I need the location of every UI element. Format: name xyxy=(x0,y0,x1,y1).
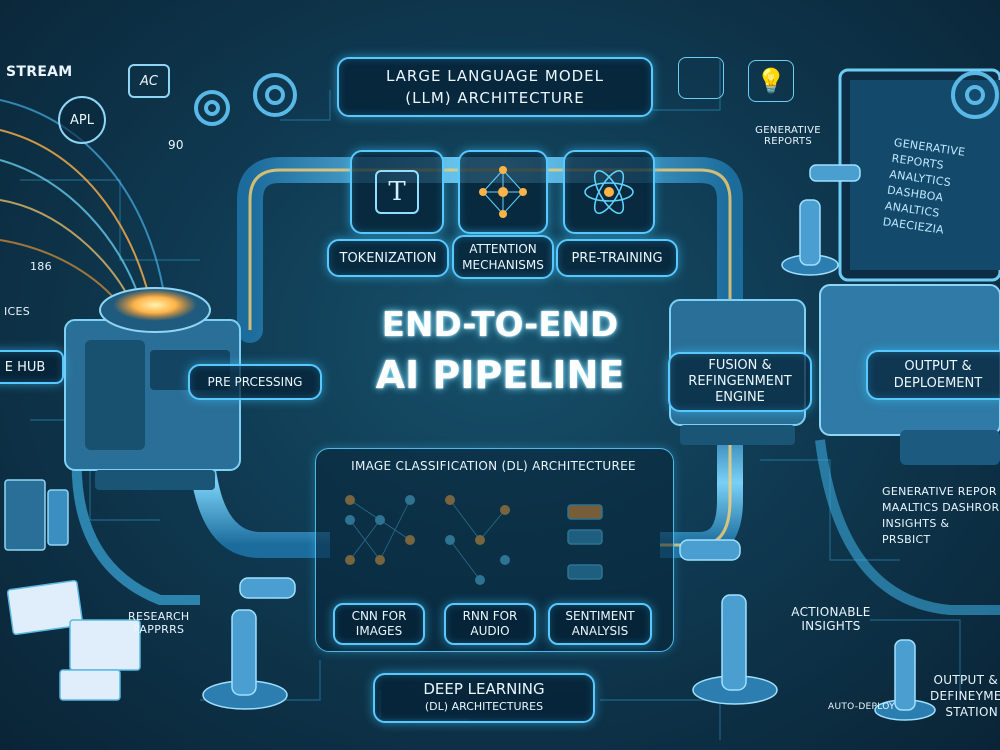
title-line2: AI PIPELINE xyxy=(375,353,625,397)
hub-label-box: E HUB xyxy=(0,350,64,384)
sentiment-label-box: SENTIMENT ANALYSIS xyxy=(548,603,652,645)
actionable-insights-label: ACTIONABLE INSIGHTS xyxy=(786,605,876,633)
sentiment-line2: ANALYSIS xyxy=(571,624,629,638)
fusion-line2: REFINGENMENT xyxy=(688,374,792,389)
preprocessing-hub xyxy=(64,287,241,490)
fusion-line3: ENGINE xyxy=(715,390,765,405)
rnn-line2: AUDIO xyxy=(470,624,510,638)
gear-icons xyxy=(194,71,999,126)
station-label: OUTPUT & DEFINEYME STATION xyxy=(930,672,1000,720)
output-line1: OUTPUT & xyxy=(904,359,972,374)
gen-reports-line2: REPORTS xyxy=(764,136,812,147)
bulb-icon-frame-left xyxy=(678,57,724,99)
tokenization-icon-box: T xyxy=(350,150,444,234)
insights-line3: INSIGHTS & PRSBICT xyxy=(882,517,950,546)
num-label-90: 90 xyxy=(168,138,184,152)
research-papers xyxy=(6,579,141,701)
research-label: RESEARCH PAPPRRS xyxy=(128,610,190,636)
robot-arms xyxy=(202,164,936,721)
llm-header-box: LARGE LANGUAGE MODEL (LLM) ARCHITECTURE xyxy=(337,57,653,117)
book-stack xyxy=(4,479,69,551)
llm-header-line1: LARGE LANGUAGE MODEL xyxy=(385,67,605,85)
image-classification-header: IMAGE CLASSIFICATION (DL) ARCHITECTUREE xyxy=(351,459,636,473)
cnn-line2: IMAGES xyxy=(355,624,403,638)
ices-label: ICES xyxy=(4,305,31,318)
output-line2: DEPLOEMENT xyxy=(893,376,983,391)
screen-text: GENERATIVE REPORTS ANALYTICS DASHBOA ANA… xyxy=(882,135,999,245)
tokenization-label: TOKENIZATION xyxy=(327,239,449,277)
station-line2: DEFINEYME xyxy=(930,689,1000,703)
attention-text-1: ATTENTION xyxy=(469,242,537,256)
network-icon xyxy=(479,166,527,218)
attention-icon-box xyxy=(458,150,548,234)
station-line3: STATION xyxy=(945,705,998,719)
insights-line1: GENERATIVE REPOR xyxy=(882,485,997,498)
attention-label: ATTENTION MECHANISMS xyxy=(452,235,554,279)
insights-line2: MAALTICS DASHROR xyxy=(882,501,1000,514)
token-icon: T xyxy=(375,170,419,214)
pretraining-icon-box xyxy=(563,150,655,234)
hub-label: E HUB xyxy=(4,359,46,375)
pretraining-text: PRE-TRAINING xyxy=(571,250,663,266)
rnn-label-box: RNN FOR AUDIO xyxy=(444,603,536,645)
atom-icon xyxy=(584,169,634,215)
fusion-engine-box: FUSION & REFINGENMENT ENGINE xyxy=(668,352,812,412)
pretraining-label: PRE-TRAINING xyxy=(556,239,678,277)
sentiment-line1: SENTIMENT xyxy=(565,609,635,623)
main-title: END-TO-END AI PIPELINE xyxy=(310,305,690,397)
gen-reports-label: GENERATIVE REPORTS xyxy=(748,125,828,147)
actionable-line2: INSIGHTS xyxy=(801,619,861,633)
cnn-line1: CNN FOR xyxy=(351,609,407,623)
actionable-line1: ACTIONABLE xyxy=(791,605,871,619)
stream-label: STREAM xyxy=(6,64,73,80)
output-computer xyxy=(819,68,1000,465)
preprocessing-label-box: PRE PRCESSING xyxy=(188,364,322,400)
output-box: OUTPUT & DEPLOEMENT xyxy=(866,350,1000,400)
research-line1: RESEARCH xyxy=(128,610,190,623)
llm-header-line2: (LLM) ARCHITECTURE xyxy=(405,89,585,107)
cnn-label-box: CNN FOR IMAGES xyxy=(333,603,425,645)
station-line1: OUTPUT & xyxy=(933,673,998,687)
deep-line1: DEEP LEARNING xyxy=(423,680,545,698)
insights-list: GENERATIVE REPOR MAALTICS DASHROR INSIGH… xyxy=(882,484,1000,548)
tokenization-text: TOKENIZATION xyxy=(339,250,437,266)
gen-reports-line1: GENERATIVE xyxy=(755,125,821,136)
preprocessing-label: PRE PRCESSING xyxy=(207,375,303,389)
research-line2: PAPPRRS xyxy=(133,623,185,636)
deep-line2: (DL) ARCHITECTURES xyxy=(424,700,544,713)
num-label-186: 186 xyxy=(30,260,52,273)
rnn-line1: RNN FOR xyxy=(462,609,518,623)
attention-text-2: MECHANISMS xyxy=(462,258,544,272)
ac-icon: AC xyxy=(128,64,170,98)
lightbulb-icon: 💡 xyxy=(748,60,794,102)
auto-deploy-label: AUTO-DEPLOY xyxy=(828,702,895,712)
title-line1: END-TO-END xyxy=(381,305,619,345)
deep-learning-box: DEEP LEARNING (DL) ARCHITECTURES xyxy=(373,673,595,723)
fusion-line1: FUSION & xyxy=(708,358,772,373)
api-icon: APL xyxy=(58,96,106,144)
